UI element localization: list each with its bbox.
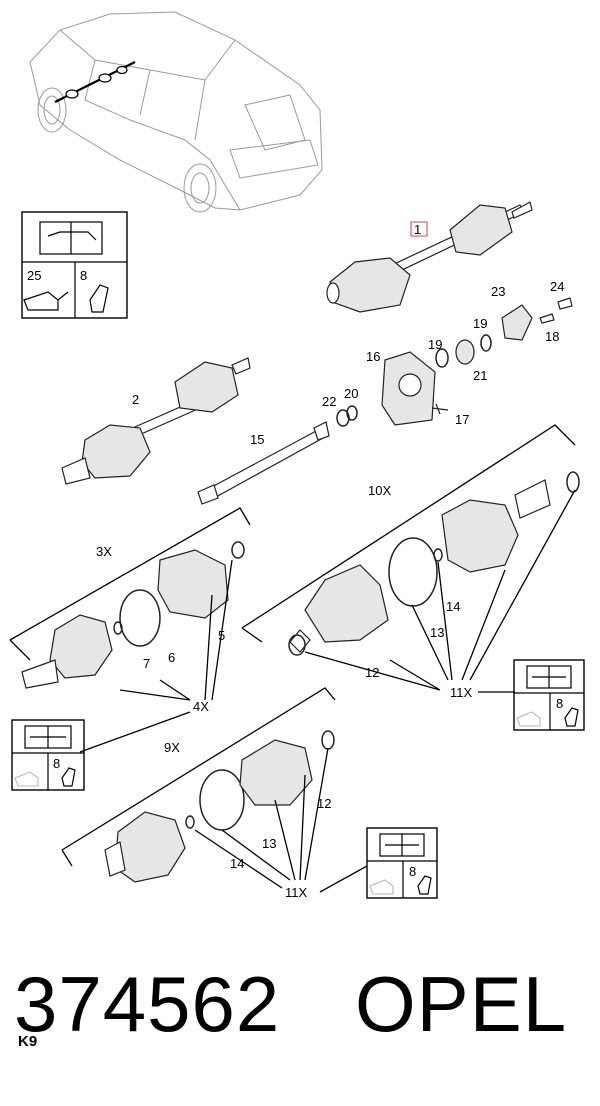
callout-14-b: 14 [230, 856, 244, 871]
callout-17: 17 [455, 412, 469, 427]
callout-11x-a: 11X [450, 685, 472, 700]
ring-19a [435, 348, 449, 368]
callout-20: 20 [344, 386, 358, 401]
callout-4x: 4X [193, 699, 209, 714]
bolt-18 [539, 313, 555, 324]
bolt-24 [557, 297, 573, 310]
callout-7: 7 [143, 656, 150, 671]
callout-13-a: 13 [430, 625, 444, 640]
callout-21: 21 [473, 368, 487, 383]
kit-9x-lube-count: 8 [409, 864, 416, 879]
manual-icon-kit-10x [513, 659, 585, 731]
callout-23: 23 [491, 284, 505, 299]
ring-20 [346, 405, 358, 421]
callout-1: 1 [414, 222, 421, 237]
kit-10x-lube-count: 8 [556, 696, 563, 711]
intermediate-shaft [197, 421, 330, 505]
grease-count-label: 25 [27, 268, 41, 283]
drive-shaft-assembly-2 [61, 357, 251, 485]
callout-1-highlight [410, 221, 428, 237]
callout-14-a: 14 [446, 599, 460, 614]
page-id-label: K9 [18, 1033, 38, 1050]
leader-lines [79, 489, 576, 893]
callout-24: 24 [550, 279, 564, 294]
callout-15: 15 [250, 432, 264, 447]
callout-9x: 9X [164, 740, 180, 755]
callout-18: 18 [545, 329, 559, 344]
vehicle-locator-illustration [29, 11, 323, 213]
callout-12-b: 12 [317, 796, 331, 811]
brand-name: OPEL [355, 960, 568, 1048]
bearing-21 [455, 339, 475, 365]
callout-22: 22 [322, 394, 336, 409]
joint-kit-3x [9, 507, 251, 689]
callout-19-a: 19 [428, 337, 442, 352]
callout-10x: 10X [368, 483, 391, 498]
callout-labels: 1 2 3X 4X 5 6 7 9X 10X 11X 11X 12 12 13 … [96, 222, 564, 900]
callout-19-b: 19 [473, 316, 487, 331]
callout-5: 5 [218, 628, 225, 643]
lubricant-count-label: 8 [80, 268, 87, 283]
callout-16: 16 [366, 349, 380, 364]
joint-kit-9x [61, 687, 336, 883]
manual-icon-kit-9x [366, 827, 438, 899]
callout-3x: 3X [96, 544, 112, 559]
joint-kit-10x [241, 424, 580, 656]
callout-11x-b: 11X [285, 885, 307, 900]
manual-icon-kit-3x [11, 719, 85, 791]
callout-13-b: 13 [262, 836, 276, 851]
manual-icon-top [21, 211, 128, 319]
callout-6: 6 [168, 650, 175, 665]
part-number: 374562 [14, 960, 281, 1048]
cover-plate-23 [501, 304, 533, 341]
ring-19b [480, 334, 492, 352]
drive-shaft-assembly-1 [326, 201, 533, 313]
kit-3x-lube-count: 8 [53, 756, 60, 771]
callout-2: 2 [132, 392, 139, 407]
callout-12-a: 12 [365, 665, 379, 680]
bearing-bracket [381, 351, 449, 426]
